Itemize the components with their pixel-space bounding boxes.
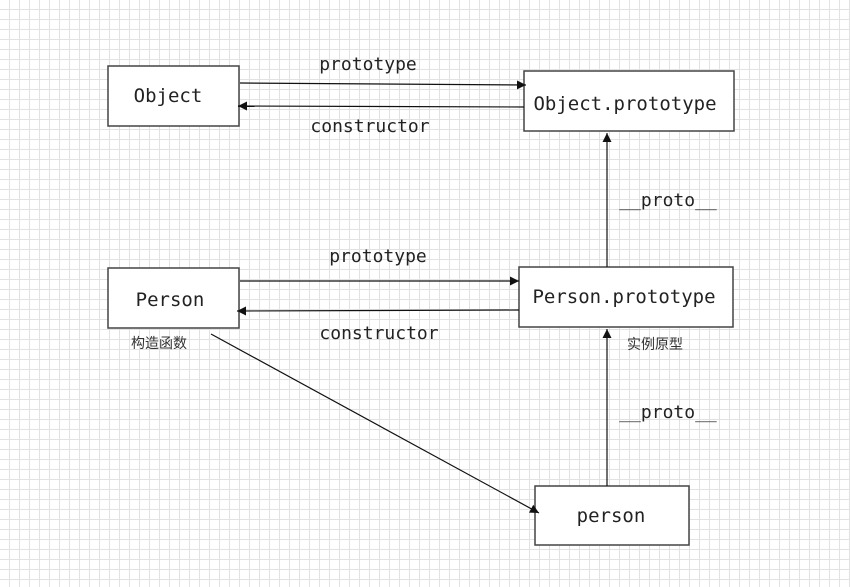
object-prototype-arrow-label: prototype bbox=[319, 54, 417, 75]
object-node-label: Object bbox=[134, 85, 203, 107]
person-instance-node: person bbox=[534, 485, 690, 546]
person-prototype-node: Person.prototype bbox=[518, 266, 734, 328]
person-constructor-arrow-label: constructor bbox=[319, 323, 438, 344]
person-prototype-node-label: Person.prototype bbox=[532, 286, 715, 308]
person-to-instance-arrow bbox=[210, 333, 540, 514]
object-prototype-arrow bbox=[239, 80, 527, 90]
object-constructor-arrow-label: constructor bbox=[310, 116, 429, 137]
person-instance-node-label: person bbox=[577, 505, 646, 527]
person-node: Person bbox=[107, 267, 240, 329]
object-node: Object bbox=[107, 65, 240, 127]
object-prototype-node: Object.prototype bbox=[523, 70, 735, 132]
instance-prototype-note: 实例原型 bbox=[627, 337, 683, 353]
person-constructor-arrow bbox=[236, 306, 520, 316]
constructor-function-note: 构造函数 bbox=[131, 336, 187, 352]
object-constructor-arrow bbox=[237, 101, 525, 111]
person-prototype-proto-arrow-label: __proto__ bbox=[619, 190, 717, 211]
person-prototype-arrow-label: prototype bbox=[329, 246, 427, 267]
person-node-label: Person bbox=[136, 289, 205, 311]
object-prototype-node-label: Object.prototype bbox=[533, 93, 716, 115]
person-instance-proto-arrow-label: __proto__ bbox=[619, 402, 717, 423]
